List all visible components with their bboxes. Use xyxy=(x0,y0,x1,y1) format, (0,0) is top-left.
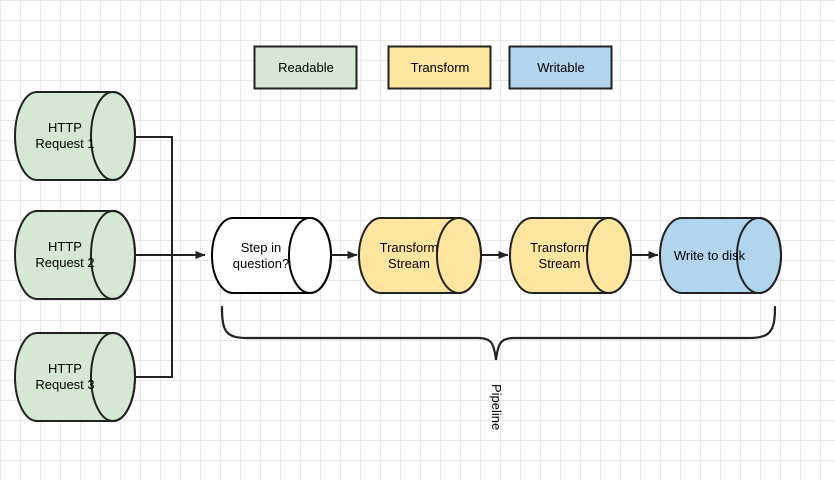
cylinder-transform-stream-1 xyxy=(358,217,482,294)
cylinder-step-in-question xyxy=(211,217,332,294)
cylinder-transform-stream-2 xyxy=(509,217,632,294)
edge-request1-to-step xyxy=(135,136,173,255)
edge-request3-to-step xyxy=(135,255,173,378)
cylinder-http-request-1 xyxy=(14,91,136,181)
cylinder-http-request-2 xyxy=(14,210,136,300)
cylinder-http-request-3 xyxy=(14,332,136,422)
legend-swatch-readable xyxy=(253,45,358,90)
legend-swatch-writable xyxy=(508,45,613,90)
cylinder-write-to-disk xyxy=(659,217,782,294)
legend-swatch-transform xyxy=(387,45,492,90)
pipeline-brace xyxy=(220,305,777,361)
